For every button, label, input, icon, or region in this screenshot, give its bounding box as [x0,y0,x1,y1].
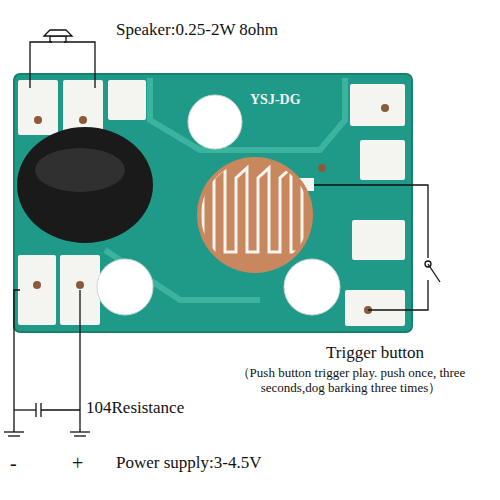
contact-fingers [203,168,302,252]
pads [18,80,405,326]
power-wire [4,290,90,436]
trigger-note: （Push button trigger play. push once, th… [206,366,496,396]
capacitor-label: 104Resistance [86,398,184,418]
plus-terminal: + [72,452,83,475]
touch-contact [197,157,313,273]
speaker-symbol [30,30,95,88]
minus-terminal: - [10,452,17,475]
trigger-label: Trigger button [326,343,424,363]
trigger-wire [314,185,440,310]
pcb-board [14,74,412,332]
chip-highlight [35,148,125,192]
speaker-label: Speaker:0.25-2W 8ohm [116,20,278,40]
chip-epoxy [17,127,153,243]
pcb-trace [150,78,345,150]
board-marking: YSJ-DG [250,92,301,108]
power-label: Power supply:3-4.5V [116,453,261,473]
finger-trace [203,168,302,252]
